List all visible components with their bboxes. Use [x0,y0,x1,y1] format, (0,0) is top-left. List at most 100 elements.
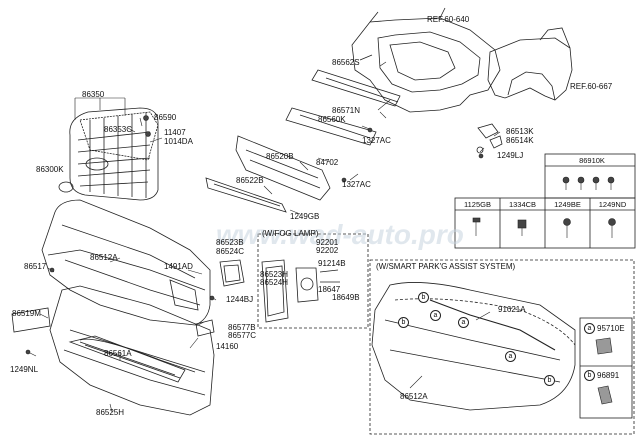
bumper-beams [205,69,401,213]
part-label-92202: 92202 [316,246,339,255]
part-label-1249gb: 1249GB [290,212,320,221]
legend-part-96891: 96891 [597,371,620,380]
part-label-91214b: 91214B [318,259,346,268]
part-label-86512a: 86512A [90,253,118,262]
bolt-icon-1125gb [472,217,481,236]
table-col-1334cb: 1334CB [508,200,537,209]
radiator-support-frame [351,7,501,113]
fog-lamp-assembly [295,267,340,303]
part-label-86577c: 86577C [228,331,257,340]
part-label-18649b: 18649B [332,293,360,302]
part-label-86524c: 86524C [216,247,245,256]
part-label-86523h: 86523H [260,270,289,279]
fog-lamp-bezel-left [219,259,245,287]
lower-bumper-cover [49,285,215,416]
callout-b-1: b [418,292,429,303]
part-label-86523b: 86523B [216,238,244,247]
table-col-1249be: 1249BE [554,200,581,209]
fastener-table-bottom [454,197,636,249]
part-label-86562s: 86562S [332,58,360,67]
screw-icon-1249nd [608,218,616,238]
part-label-84702: 84702 [316,158,339,167]
callout-b-2: b [398,317,409,328]
bolt-icon-1249lj [478,153,484,159]
emblem [58,181,74,193]
leader-lines [27,61,501,413]
ref-label-right[interactable]: REF.60-667 [570,82,613,91]
part-label-1249lj: 1249LJ [497,151,524,160]
clip-icon-95710e [595,337,613,355]
part-label-18647: 18647 [318,285,341,294]
part-label-86353c: 86353C [104,125,133,134]
legend-table [579,317,633,419]
table-col-1249nd: 1249ND [598,200,627,209]
fender-brackets [476,123,503,154]
part-label-1327ac-b: 1327AC [342,180,371,189]
callout-a-2: a [458,317,469,328]
fastener-icons [25,115,616,405]
watermark: www.wad-auto.pro [216,219,464,250]
callout-b-3: b [544,375,555,386]
fog-lamp-title: (W/FOG LAMP) [262,229,319,238]
part-label-14160: 14160 [216,342,239,351]
part-label-86517: 86517 [24,262,47,271]
part-label-91621a: 91621A [498,305,526,314]
table-col-1125gb: 1125GB [464,200,491,209]
part-label-86561a: 86561A [104,349,132,358]
bolt-icon-1327ac-b [341,177,347,183]
table-header-86910k: 86910K [579,156,605,165]
bolt-icon-1249nl [25,349,31,355]
screw-icon-table-2 [577,176,585,190]
screw-icon-1249be [563,218,571,238]
part-label-92201: 92201 [316,238,339,247]
fog-lamp-bezel-right [261,259,289,323]
legend-part-95710e: 95710E [597,324,625,333]
callout-a-3: a [505,351,516,362]
smart-park-title: (W/SMART PARK'G ASSIST SYSTEM) [376,262,516,271]
part-label-86577b: 86577B [228,323,256,332]
bolt-icon-86590 [143,115,149,121]
part-label-1244bj: 1244BJ [226,295,254,304]
part-label-86514k: 86514K [506,136,534,145]
part-label-86571n: 86571N [332,106,361,115]
ref-label-upper[interactable]: REF.60-640 [427,15,470,24]
smart-park-frame [369,259,635,435]
part-label-86513k: 86513K [506,127,534,136]
clip-icon-1334cb [517,219,527,236]
license-bracket [195,319,215,337]
part-label-86520b: 86520B [266,152,294,161]
fender [487,27,573,101]
part-label-86590: 86590 [154,113,177,122]
bolt-icon-11407 [145,131,151,137]
grille-upper-panel [79,111,159,161]
bolt-icon-1327ac [367,127,373,133]
part-label-86519m: 86519M [12,309,41,318]
part-label-86300k: 86300K [36,165,64,174]
part-label-1014da: 1014DA [164,137,193,146]
part-label-86525h: 86525H [96,408,125,417]
bolt-icon-1244bj [209,295,215,301]
bolt-icon-86517 [49,267,55,273]
legend-letter-a: a [584,323,595,334]
part-label-1327ac-a: 1327AC [362,136,391,145]
part-label-86560k: 86560K [318,115,346,124]
screw-icon-table-3 [592,176,600,190]
part-label-11407: 11407 [164,128,186,137]
part-label-86350: 86350 [82,90,105,99]
smart-park-bumper [371,282,576,411]
callout-a-1: a [430,310,441,321]
part-label-86524h: 86524H [260,278,289,287]
part-label-1249nl: 1249NL [10,365,39,374]
screw-icon-table-1 [562,176,570,190]
radiator-grille [69,107,159,201]
part-label-86512a-b: 86512A [400,392,428,401]
part-label-1491ad: 1491AD [164,262,193,271]
part-label-86522b: 86522B [236,176,264,185]
fog-lamp-frame [257,233,369,329]
tow-hook-cap [11,307,51,333]
legend-letter-b: b [584,370,595,381]
screw-icon-table-4 [607,176,615,190]
clip-icon-96891 [597,385,613,405]
lower-grille [68,335,186,383]
